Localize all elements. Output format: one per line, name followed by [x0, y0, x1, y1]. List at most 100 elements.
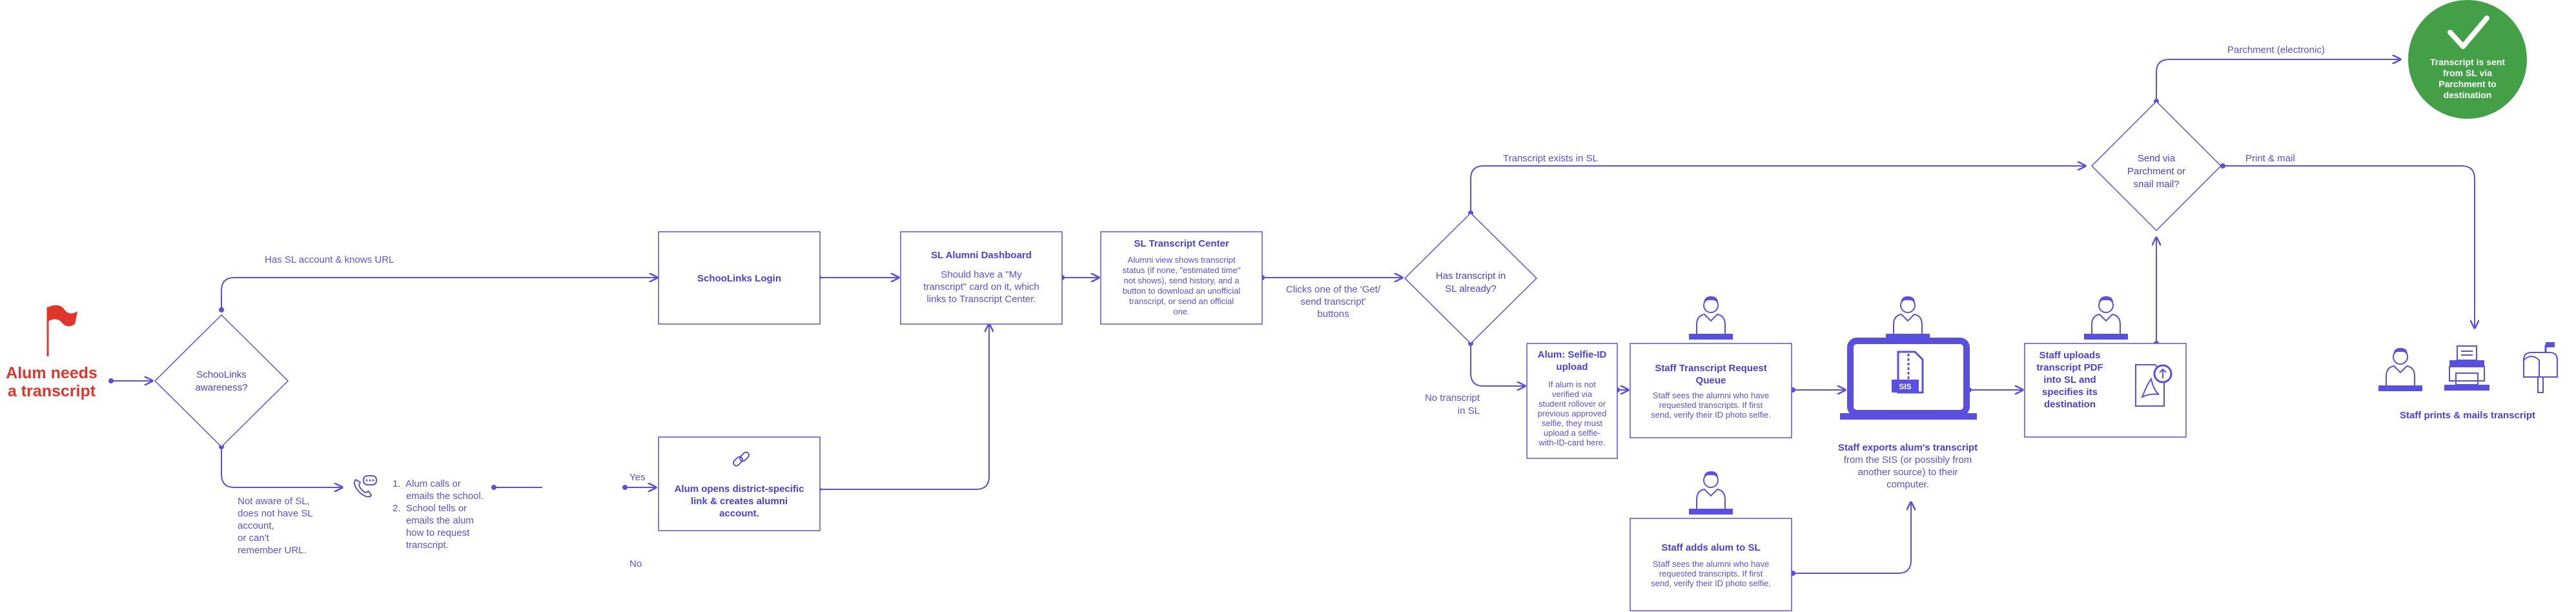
awareness-line2: awareness? — [196, 382, 248, 393]
end-line: from SL via — [2443, 68, 2492, 78]
district-link-box: Alum opens district-specific link & crea… — [658, 436, 821, 531]
request-queue-body-line: send, verify their ID photo selfie. — [1651, 410, 1771, 420]
transcript-center-body-line: status (if none, "estimated time" — [1123, 265, 1241, 275]
edge-dot — [219, 307, 224, 312]
uploads-line: into SL and — [2043, 374, 2096, 385]
start-node: Alum needs a transcript — [6, 305, 97, 400]
awareness-decision: SchooLinks awareness? — [154, 314, 289, 448]
dashboard-body-line: transcript" card on it, which — [923, 281, 1039, 292]
adds-alum-title: Staff adds alum to SL — [1661, 542, 1760, 553]
edge-awareness-to-call — [221, 447, 342, 487]
selfie-body-line: upload a selfie- — [1544, 428, 1600, 438]
call-step-line: 2. School tells or — [393, 503, 467, 514]
edge-send-via-to-end — [2156, 59, 2400, 101]
edge-adds-alum-to-sis — [1793, 502, 1911, 574]
export-title: Staff exports alum's transcript — [1838, 442, 1978, 453]
end-line: Transcript is sent — [2430, 57, 2505, 67]
district-link-line1: Alum opens district-specific — [675, 484, 804, 495]
start-line1: Alum needs — [6, 364, 97, 382]
selfie-title-line1: Alum: Selfie-ID — [1538, 349, 1607, 360]
edge-dot — [108, 378, 114, 383]
call-step-line: transcript. — [393, 540, 449, 551]
dashboard-body-line: links to Transcript Center. — [926, 294, 1036, 305]
printer-icon — [2444, 345, 2489, 391]
parchment-label: Parchment (electronic) — [2227, 45, 2325, 56]
end-line: destination — [2444, 90, 2492, 100]
selfie-title-line2: upload — [1556, 362, 1588, 372]
has-transcript-line1: Has transcript in — [1436, 270, 1506, 281]
awareness-line1: SchooLinks — [196, 369, 247, 380]
request-queue-box: Staff Transcript Request Queue Staff see… — [1630, 343, 1792, 438]
branch-not-aware-line: Not aware of SL, — [238, 496, 310, 507]
sis-badge: SIS — [1899, 382, 1911, 391]
branch-not-aware-line: remember URL. — [238, 545, 307, 556]
dashboard-body-line: Should have a "My — [941, 269, 1022, 280]
end-node: Transcript is sent from SL via Parchment… — [2408, 0, 2527, 119]
clicks-label: Clicks one of the 'Get/ send transcript'… — [1286, 284, 1381, 320]
selfie-body-line: verified via — [1552, 389, 1593, 399]
branch-not-aware-label: Not aware of SL, does not have SL accoun… — [238, 496, 313, 556]
edge-exists-to-send-via — [1470, 166, 2085, 213]
selfie-body-line: student rollover or — [1538, 399, 1606, 409]
print-mail-group: Staff prints & mails transcript — [2378, 342, 2558, 421]
link-icon — [733, 451, 750, 467]
uploads-line: transcript PDF — [2036, 362, 2103, 373]
edge-district-to-dashboard — [819, 324, 989, 490]
edge-send-via-to-print — [2223, 165, 2475, 328]
prints-title: Staff prints & mails transcript — [2400, 410, 2535, 421]
request-queue-title-line1: Staff Transcript Request — [1655, 363, 1766, 374]
uploads-box: Staff uploads transcript PDF into SL and… — [2024, 343, 2187, 438]
transcript-center-body-line: button to download an unofficial — [1123, 286, 1241, 296]
uploads-line: specifies its — [2042, 387, 2098, 398]
send-via-line3: snail mail? — [2134, 179, 2180, 190]
transcript-center-body-line: transcript, or send an official — [1129, 296, 1234, 306]
branch-not-aware-line: does not have SL — [238, 508, 313, 519]
staff-person-icon — [2084, 296, 2128, 340]
sis-monitor-icon: SIS — [1840, 338, 1977, 420]
has-transcript-line2: SL already? — [1445, 283, 1497, 294]
adds-alum-box: Staff adds alum to SL Staff sees the alu… — [1630, 518, 1792, 611]
zip-file-icon — [1892, 351, 1924, 394]
send-via-line2: Parchment or — [2127, 166, 2185, 177]
branch-not-aware-line: account, — [238, 520, 274, 531]
edge-awareness-to-login — [221, 278, 657, 310]
adds-alum-body-line: requested transcripts. If first — [1659, 569, 1763, 578]
print-label: Print & mail — [2245, 153, 2295, 164]
transcript-exists-label: Transcript exists in SL — [1503, 153, 1598, 164]
phone-icon — [354, 475, 377, 498]
staff-person-icon — [1689, 296, 1733, 340]
send-via-decision: Send via Parchment or snail mail? — [2090, 100, 2222, 232]
branch-not-aware-line: or can't — [238, 533, 270, 544]
transcript-center-body-line: one. — [1173, 307, 1189, 316]
clicks-label-line: buttons — [1317, 309, 1349, 320]
export-body-line: from the SIS (or possibly from — [1844, 454, 1972, 465]
request-queue-body-line: requested transcripts. If first — [1659, 400, 1763, 410]
selfie-body-line: with-ID-card here. — [1538, 438, 1605, 447]
start-line2: a transcript — [8, 382, 96, 400]
edge-dot — [491, 485, 496, 490]
staff-person-icon — [1689, 471, 1733, 515]
branch-has-account-label: Has SL account & knows URL — [265, 254, 394, 265]
edge-no-transcript-to-selfie — [1470, 343, 1525, 386]
no-transcript-label: No transcript in SL — [1425, 393, 1480, 416]
clicks-label-line: send transcript' — [1300, 296, 1365, 307]
selfie-body-line: If alum is not — [1548, 380, 1596, 389]
export-body-line: another source) to their — [1857, 467, 1958, 478]
uploads-line: Staff uploads — [2039, 350, 2100, 361]
export-label: Staff exports alum's transcript from the… — [1838, 442, 1978, 490]
yes-label: Yes — [629, 472, 645, 483]
pdf-upload-icon — [2135, 364, 2172, 407]
request-queue-title-line2: Queue — [1696, 375, 1726, 386]
login-title: SchooLinks Login — [697, 273, 781, 284]
checkmark-icon — [2448, 15, 2489, 49]
selfie-body-line: previous approved — [1538, 409, 1607, 418]
transcript-center-body-line: not shows), send history, and a — [1124, 276, 1240, 285]
call-step-line: emails the alum — [393, 515, 474, 526]
dashboard-box: SL Alumni Dashboard Should have a "My tr… — [900, 231, 1063, 325]
send-via-line1: Send via — [2138, 153, 2176, 164]
transcript-center-title: SL Transcript Center — [1134, 238, 1229, 249]
selfie-body-line: selfie, they must — [1542, 418, 1602, 428]
adds-alum-body-line: send, verify their ID photo selfie. — [1651, 578, 1771, 588]
no-label: No — [629, 558, 642, 569]
district-link-line3: account. — [719, 508, 759, 519]
